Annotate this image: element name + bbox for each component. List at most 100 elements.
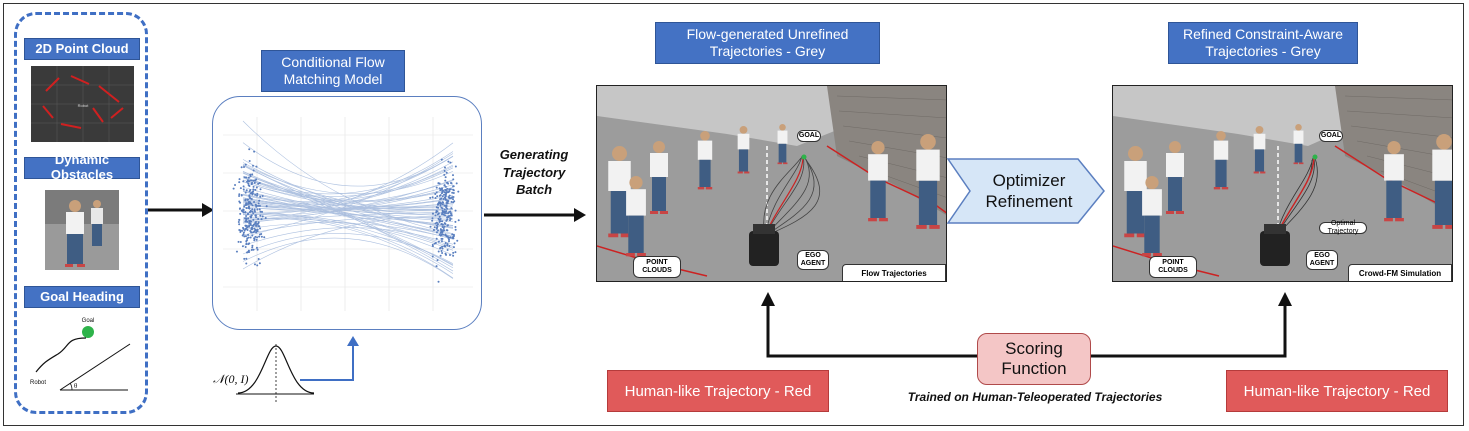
flow-sample-dot [448,194,451,197]
unrefined-point-clouds-tag: POINT CLOUDS [633,256,681,278]
flow-sample-dot [448,188,451,191]
flow-sample-dot [257,204,260,207]
flow-sample-dot [240,166,243,169]
flow-sample-dot [247,243,250,246]
flow-sample-dot [447,238,450,241]
flow-sample-dot [242,208,245,211]
flow-sample-dot [455,182,458,185]
flow-sample-dot [243,176,246,179]
flow-sample-dot [443,166,446,169]
scoring-feedback-arrows [761,292,1292,358]
flow-sample-dot [438,202,441,205]
flow-sample-dot [255,165,258,168]
flow-sample-dot [251,181,254,184]
flow-sample-dot [255,186,258,189]
flow-sample-dot [441,247,444,250]
flow-sample-dot [244,211,247,214]
flow-sample-dot [450,182,453,185]
flow-sample-dot [238,178,241,181]
flow-sample-dot [445,201,448,204]
flow-sample-dot [449,161,452,164]
flow-sample-dot [242,233,245,236]
flow-sample-dot [251,244,254,247]
refined-caption: Crowd-FM Simulation [1348,264,1452,281]
refined-point-clouds-tag: POINT CLOUDS [1149,256,1197,278]
flow-sample-dot [437,280,440,283]
flow-sample-dot [257,182,260,185]
flow-sample-dot [258,199,261,202]
flow-sample-dot [253,239,256,242]
flow-sample-dot [441,211,444,214]
flow-sample-dot [253,208,256,211]
flow-sample-dot [452,189,455,192]
flow-sample-dot [239,187,242,190]
flow-sample-dot [243,257,246,260]
flow-sample-dot [447,160,450,163]
dynamic-obstacles-thumbnail [45,190,119,270]
pedestrian-figure [608,146,631,238]
flow-sample-dot [257,224,260,227]
flow-sample-dot [239,212,242,215]
flow-sample-dot [254,203,257,206]
flow-sample-dot [449,217,452,220]
flow-sample-dot [255,238,258,241]
flow-sample-dot [252,185,255,188]
flow-sample-dot [451,236,454,239]
flow-sample-dot [243,205,246,208]
flow-sample-dot [250,179,253,182]
refined-goal-tag: GOAL [1319,130,1343,142]
flow-sample-dot [255,246,258,249]
flow-sample-dot [443,191,446,194]
flow-sample-dot [255,205,258,208]
flow-sample-dot [253,201,256,204]
flow-sample-dot [247,251,250,254]
flow-sample-dot [449,214,452,217]
flow-sample-dot [256,208,259,211]
flow-sample-dot [253,181,256,184]
flow-sample-dot [438,233,441,236]
human-like-trajectory-right: Human-like Trajectory - Red [1226,370,1448,412]
generating-arrow [484,208,586,222]
flow-sample-dot [437,223,440,226]
flow-sample-dot [252,218,255,221]
flow-sample-dot [245,203,248,206]
flow-sample-dot [246,203,249,206]
pedestrian-figure [916,134,940,229]
flow-sample-dot [443,204,446,207]
flow-sample-dot [440,229,443,232]
flow-sample-dot [446,218,449,221]
flow-sample-dot [259,227,262,230]
input-to-model-arrow [148,203,214,217]
flow-sample-dot [245,176,248,179]
flow-sample-dot [448,240,451,243]
flow-sample-dot [254,214,257,217]
goal-heading-label: Goal Heading [24,286,140,308]
gaussian-curve-icon [236,344,315,402]
flow-sample-dot [437,206,440,209]
input-conditions-panel [14,12,148,414]
flow-sample-dot [441,245,444,248]
flow-sample-dot [252,231,255,234]
flow-sample-dot [438,220,441,223]
flow-sample-dot [446,181,449,184]
flow-sample-dot [247,233,250,236]
flow-sample-dot [234,183,237,186]
flow-sample-dot [253,223,256,226]
flow-sample-dot [445,191,448,194]
flow-sample-dot [251,226,254,229]
flow-sample-dot [252,164,255,167]
flow-sample-dot [238,193,241,196]
flow-sample-dot [431,219,434,222]
flow-sample-dot [259,210,262,213]
flow-sample-dot [431,212,434,215]
flow-sample-dot [238,194,241,197]
flow-sample-dot [451,174,454,177]
flow-sample-dot [457,219,460,222]
flow-sample-dot [444,233,447,236]
flow-sample-dot [452,246,455,249]
flow-sample-dot [441,203,444,206]
flow-sample-dot [452,191,455,194]
generating-trajectory-batch-label: Generating Trajectory Batch [499,147,569,198]
point-cloud-robot-text: Robot [78,103,90,108]
flow-sample-dot [441,220,444,223]
